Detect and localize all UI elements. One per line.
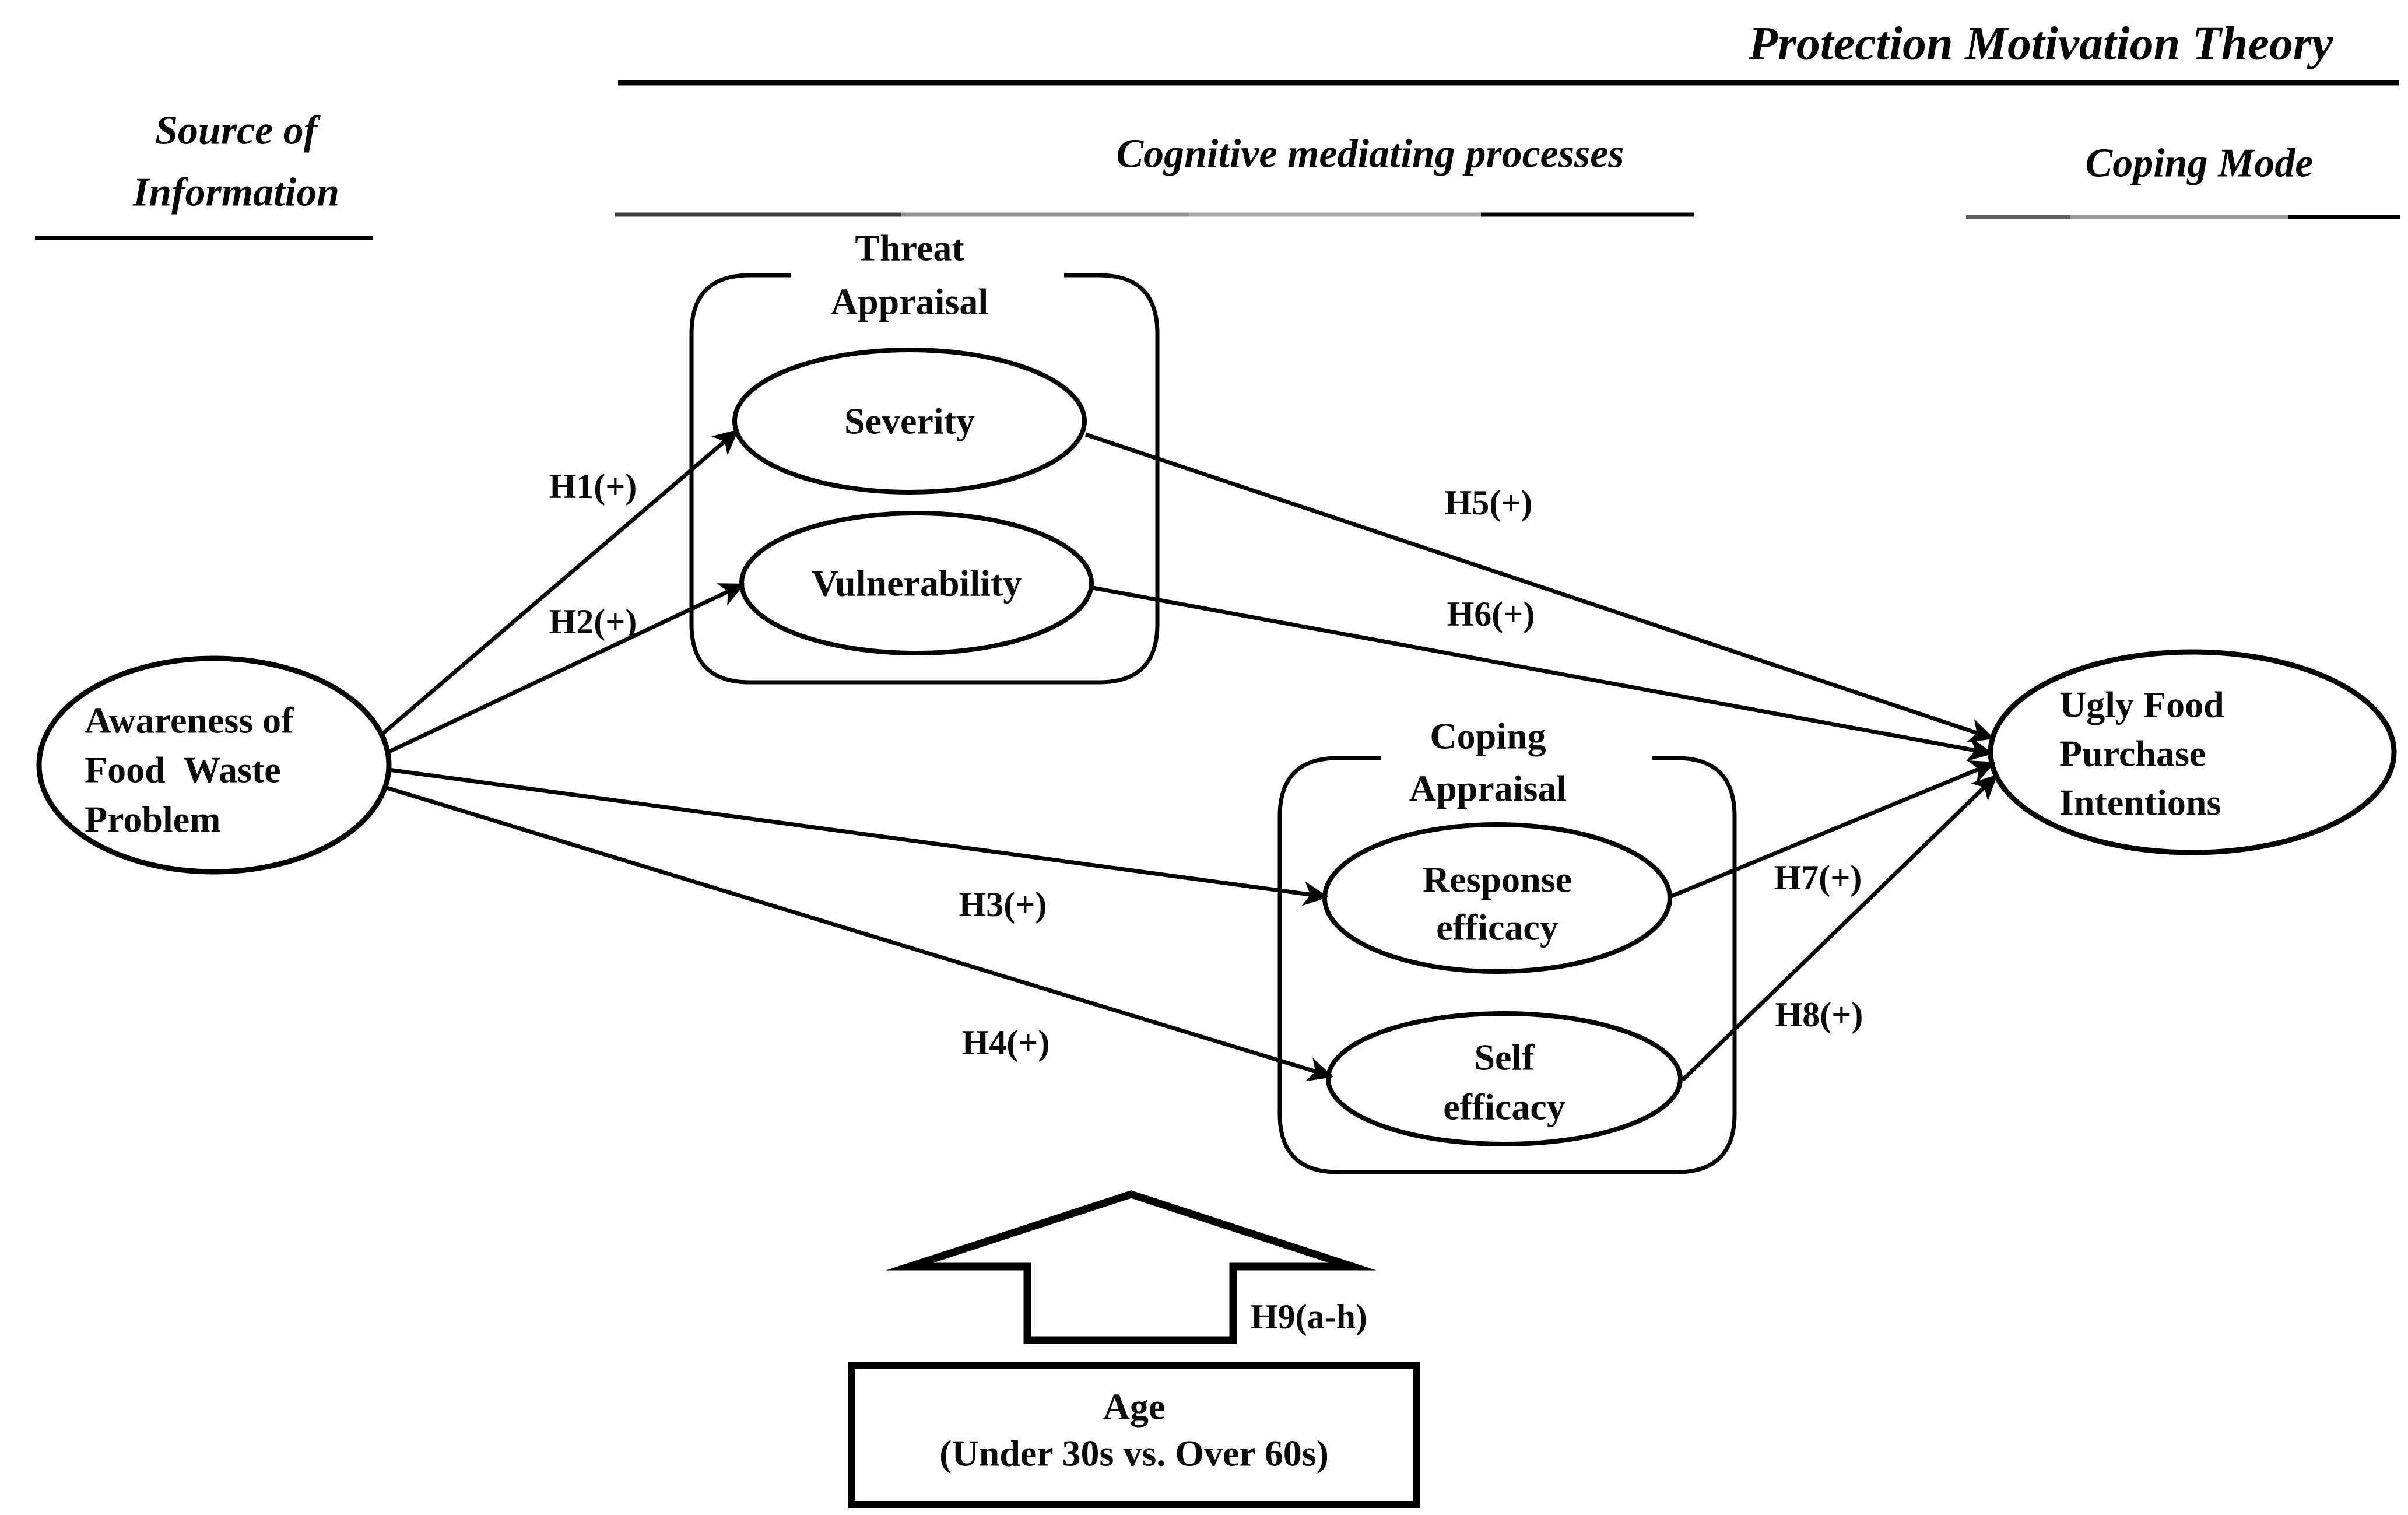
node-response-efficacy-label-line1: Response (1423, 859, 1572, 900)
threat-appraisal-label-line2: Appraisal (831, 281, 988, 322)
node-severity-ellipse (732, 348, 1087, 495)
figure-title-protection-motivation-theory: Protection Motivation Theory (1748, 17, 2333, 70)
node-self-efficacy-label-line1: Self (1474, 1037, 1535, 1078)
threat-appraisal-label-line1: Threat (855, 227, 964, 269)
node-response-efficacy-label-line2: efficacy (1436, 907, 1558, 948)
node-vulnerability-label: Vulnerability (812, 563, 1022, 604)
arrow-h7 (1669, 760, 1996, 899)
moderator-age-label-line2: (Under 30s vs. Over 60s) (939, 1433, 1329, 1474)
label-h3: H3(+) (959, 885, 1047, 924)
label-h6: H6(+) (1447, 595, 1535, 633)
node-awareness-label-line1: Awareness of (85, 700, 294, 741)
hypothesis-arrows (380, 429, 1998, 1082)
label-h1: H1(+) (549, 467, 637, 506)
node-severity-label: Severity (844, 401, 975, 442)
node-ugly-food-label-line2: Purchase (2059, 733, 2206, 774)
arrow-h8 (1681, 774, 1998, 1082)
coping-appraisal-label-line2: Appraisal (1409, 768, 1567, 809)
node-awareness-ellipse (36, 655, 392, 875)
arrow-h1 (380, 429, 739, 737)
header-cognitive-mediating-processes: Cognitive mediating processes (1116, 132, 1624, 177)
coping-appraisal-group-box (1277, 756, 1737, 1174)
label-h7: H7(+) (1774, 858, 1862, 897)
node-ugly-food-label-line1: Ugly Food (2059, 684, 2224, 725)
node-self-efficacy-label-line2: efficacy (1443, 1086, 1565, 1128)
node-awareness-label-line3: Problem (85, 799, 220, 840)
moderator-age-box (848, 1362, 1420, 1508)
arrow-h6 (1092, 585, 1993, 762)
coping-appraisal-label-line1: Coping (1430, 716, 1546, 757)
threat-appraisal-group-box (689, 273, 1160, 685)
node-awareness-label-line2: Food Waste (85, 749, 281, 791)
node-ugly-food-label-line3: Intentions (2059, 782, 2221, 823)
moderator-block-arrow (886, 1190, 1377, 1344)
label-h8: H8(+) (1775, 995, 1863, 1034)
arrow-h5 (1084, 432, 1995, 743)
arrow-h2 (387, 582, 745, 755)
label-h4: H4(+) (962, 1023, 1050, 1062)
arrow-h3 (388, 767, 1329, 906)
arrow-h4 (384, 785, 1333, 1082)
header-coping-mode: Coping Mode (2086, 141, 2314, 186)
moderator-age-label-line1: Age (1103, 1386, 1166, 1428)
label-h5: H5(+) (1445, 483, 1533, 522)
label-h2: H2(+) (549, 602, 637, 641)
header-source-of-information-line1: Source of (155, 108, 321, 153)
header-source-of-information-line2: Information (132, 170, 339, 215)
label-h9: H9(a-h) (1251, 1297, 1367, 1336)
